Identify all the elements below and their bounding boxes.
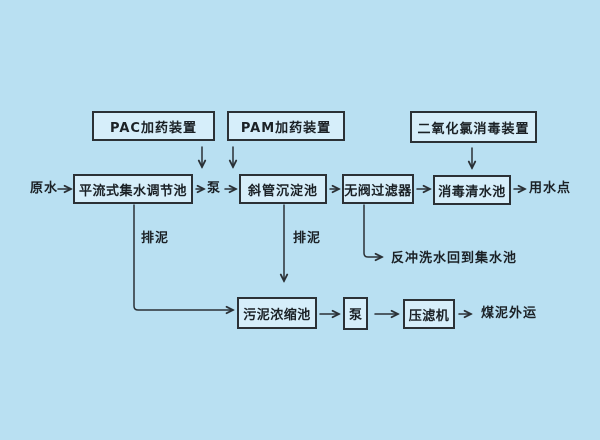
node-pam-dosing-unit: PAM加药装置	[227, 111, 345, 141]
node-valveless-filter: 无阀过滤器	[342, 174, 414, 204]
label-coal-sludge-transport: 煤泥外运	[481, 306, 538, 321]
node-horizontal-flow-regulating-tank: 平流式集水调节池	[73, 174, 193, 204]
label-water-use-point: 用水点	[529, 181, 572, 196]
node-filter-press: 压滤机	[403, 299, 455, 329]
node-inclined-tube-sedimentation-tank: 斜管沉淀池	[239, 174, 327, 204]
label-sludge-drain-right: 排泥	[293, 231, 322, 246]
node-pac-dosing-unit: PAC加药装置	[92, 111, 215, 141]
line-regtank-drain-to-thickener	[133, 204, 233, 310]
line-filter-backwash	[363, 204, 382, 257]
node-sludge-thickening-tank: 污泥浓缩池	[237, 297, 317, 329]
label-sludge-drain-left: 排泥	[141, 231, 170, 246]
label-backwash-return: 反冲洗水回到集水池	[391, 251, 518, 266]
label-main-pump: 泵	[207, 181, 222, 196]
node-sludge-pump: 泵	[343, 297, 368, 330]
node-disinfection-clean-water-tank: 消毒清水池	[433, 175, 511, 205]
node-chlorine-dioxide-disinfection-unit: 二氧化氯消毒装置	[410, 111, 537, 143]
label-raw-water: 原水	[30, 181, 59, 196]
